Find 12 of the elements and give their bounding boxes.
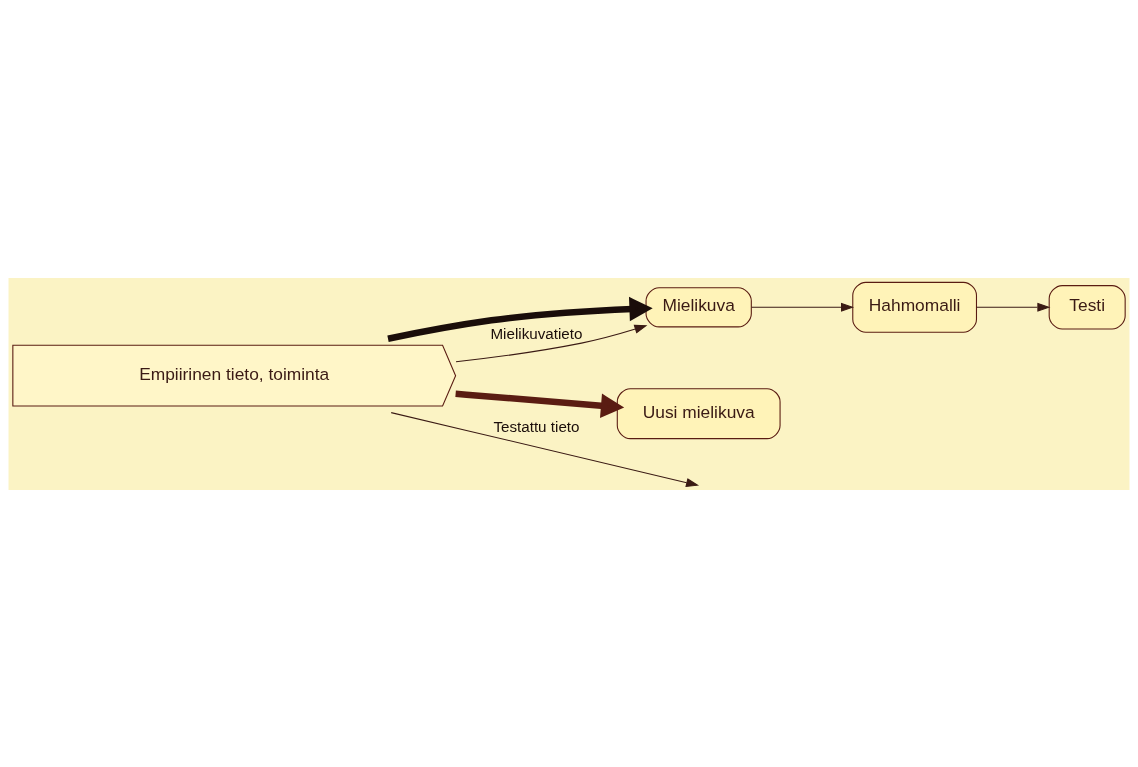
- node-box: Testi: [1048, 284, 1126, 330]
- arrow: [390, 411, 700, 487]
- node-box: Uusi mielikuva: [616, 387, 781, 439]
- edge-label: Mielikuvatieto: [490, 324, 583, 342]
- node-box: Mielikuva: [645, 286, 752, 327]
- arrow: [455, 390, 625, 418]
- arrow: [750, 302, 855, 312]
- node-box: Hahmomalli: [852, 281, 978, 333]
- arrow: [976, 302, 1051, 312]
- edge-label: Testattu tieto: [493, 417, 580, 435]
- arrow: [455, 324, 648, 362]
- arrow: [387, 296, 653, 342]
